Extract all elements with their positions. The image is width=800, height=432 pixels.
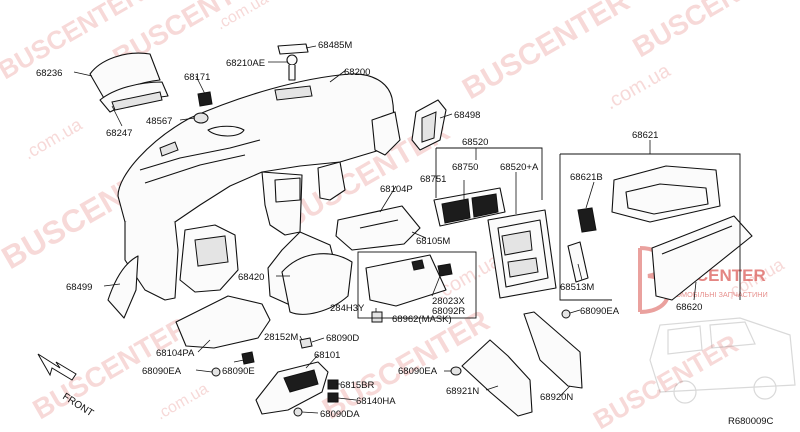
lower-trim-68921N — [450, 339, 533, 417]
label-68499: 68499 — [66, 282, 92, 293]
label-68420: 68420 — [238, 272, 264, 283]
glove-lid-68620 — [567, 215, 753, 301]
label-68921N: 68921N — [446, 386, 479, 397]
label-68751: 68751 — [420, 174, 446, 185]
label-68104P: 68104P — [380, 184, 413, 195]
label-68750: 68750 — [452, 162, 478, 173]
label-68200: 68200 — [344, 67, 370, 78]
watermark-domain-2: .com.ua — [602, 59, 675, 114]
label-68104PA: 68104PA — [156, 348, 195, 359]
mask-68962 — [365, 254, 453, 323]
frame-68621-left — [559, 154, 612, 301]
label-68210AE: 68210AE — [226, 58, 265, 69]
clip-68090EA-right — [561, 309, 571, 319]
logo-tagline: АВТОМОБІЛЬНІ ЗАПЧАСТИНИ — [662, 290, 768, 299]
part-labels: 68236 68247 68171 48567 68210AE 68485M 6… — [36, 40, 774, 427]
label-68140HA: 68140HA — [356, 396, 396, 407]
label-68092R: 68092R — [432, 306, 465, 317]
label-68513M: 68513M — [560, 282, 594, 293]
side-trim-68499 — [107, 255, 139, 319]
group-frames — [357, 147, 741, 319]
label-68090EA-left: 68090EA — [142, 366, 182, 377]
leader-lines — [73, 45, 697, 414]
label-68171: 68171 — [184, 72, 210, 83]
label-48567: 48567 — [146, 116, 172, 127]
watermark-text-4: BUSCENTER — [628, 0, 794, 63]
label-68090EA-right: 68090EA — [580, 306, 620, 317]
label-68247: 68247 — [106, 128, 132, 139]
watermark-domain-6: .com.ua — [154, 380, 212, 423]
cluster-lid-68520 — [487, 209, 557, 299]
label-68090D: 68090D — [326, 333, 359, 344]
label-diagram-code: R680009C — [728, 416, 774, 427]
label-28023X: 28023X — [432, 296, 465, 307]
label-68090E: 68090E — [222, 366, 255, 377]
label-68962: 68962(MASK) — [392, 314, 452, 325]
bracket-68104P — [335, 205, 421, 251]
label-68485M: 68485M — [318, 40, 352, 51]
label-68105M: 68105M — [416, 236, 450, 247]
watermark-text-9: BUSCENTER — [588, 328, 743, 432]
label-28152M: 28152M — [264, 332, 298, 343]
van-illustration — [649, 317, 796, 404]
label-68090EA-mid: 68090EA — [398, 366, 438, 377]
label-68520: 68520 — [462, 137, 488, 148]
lower-trim-68920N — [523, 311, 583, 389]
label-68621: 68621 — [632, 130, 658, 141]
label-68101: 68101 — [314, 350, 340, 361]
frame-68621 — [560, 153, 741, 300]
label-68090DA: 68090DA — [320, 409, 360, 420]
label-68498: 68498 — [454, 110, 480, 121]
label-68920N: 68920N — [540, 392, 573, 403]
instrument-panel-68200 — [117, 73, 401, 306]
label-284H3Y: 284H3Y — [330, 303, 365, 314]
watermark-domain-3: .com.ua — [20, 114, 86, 164]
label-6815BR: 6815BR — [340, 380, 374, 391]
frame-mask-group — [357, 251, 477, 319]
center-vents-68750 — [433, 187, 506, 227]
switch-panel-68101 — [255, 337, 339, 417]
meter-hood-68236 — [89, 52, 169, 113]
label-68236: 68236 — [36, 68, 62, 79]
label-68520A: 68520+A — [500, 162, 539, 173]
frame-68520 — [436, 147, 543, 200]
cover-68420 — [281, 253, 353, 315]
label-68620: 68620 — [676, 302, 702, 313]
side-vent-68498 — [411, 99, 447, 151]
clip-parts — [193, 43, 309, 124]
label-68621B: 68621B — [570, 172, 603, 183]
lower-bracket-68104PA — [175, 295, 271, 377]
glove-box-68621 — [577, 165, 721, 233]
